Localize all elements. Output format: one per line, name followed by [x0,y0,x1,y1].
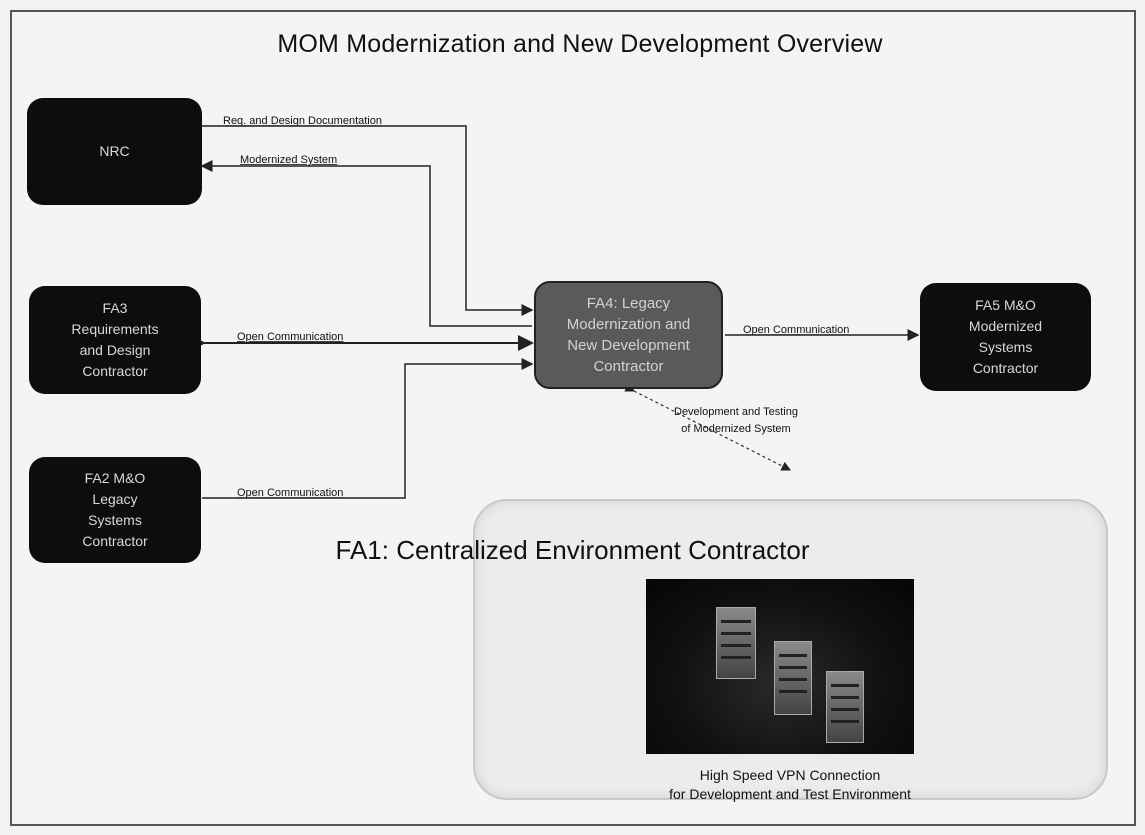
diagram-title: MOM Modernization and New Development Ov… [277,30,883,58]
node-fa3: FA3 Requirements and Design Contractor [29,286,201,394]
fa1-caption: High Speed VPN Connection for Developmen… [669,767,911,802]
node-fa5: FA5 M&O Modernized Systems Contractor [920,283,1091,391]
edge-label-dev-testing: Development and Testing of Modernized Sy… [674,406,798,435]
edge-label-open-comm-fa2: Open Communication [237,487,344,499]
server-rack-icon [826,671,864,743]
fa1-title: FA1: Centralized Environment Contractor [335,535,810,565]
node-fa3-label: FA3 Requirements and Design Contractor [71,300,159,379]
edge-label-open-comm-fa5: Open Communication [743,324,850,336]
node-fa5-label: FA5 M&O Modernized Systems Contractor [968,297,1043,376]
server-rack-icon [716,607,756,679]
edge-label-open-comm-fa3: Open Communication [237,331,344,343]
edge-label-req-design: Req. and Design Documentation [223,115,382,127]
server-rack-icon [774,641,812,715]
node-fa4: FA4: Legacy Modernization and New Develo… [534,281,723,389]
server-racks-image [646,579,914,754]
node-fa2: FA2 M&O Legacy Systems Contractor [29,457,201,563]
node-nrc: NRC [27,98,202,205]
edge-open-comm-fa2 [202,358,534,499]
edge-dev-testing [624,382,792,471]
edge-modernized-system [200,160,532,327]
edge-req-design [202,125,534,316]
edge-label-modernized-system: Modernized System [240,154,338,166]
node-nrc-label: NRC [99,143,130,159]
node-fa4-label: FA4: Legacy Modernization and New Develo… [566,295,691,375]
node-fa2-label: FA2 M&O Legacy Systems Contractor [82,470,148,549]
